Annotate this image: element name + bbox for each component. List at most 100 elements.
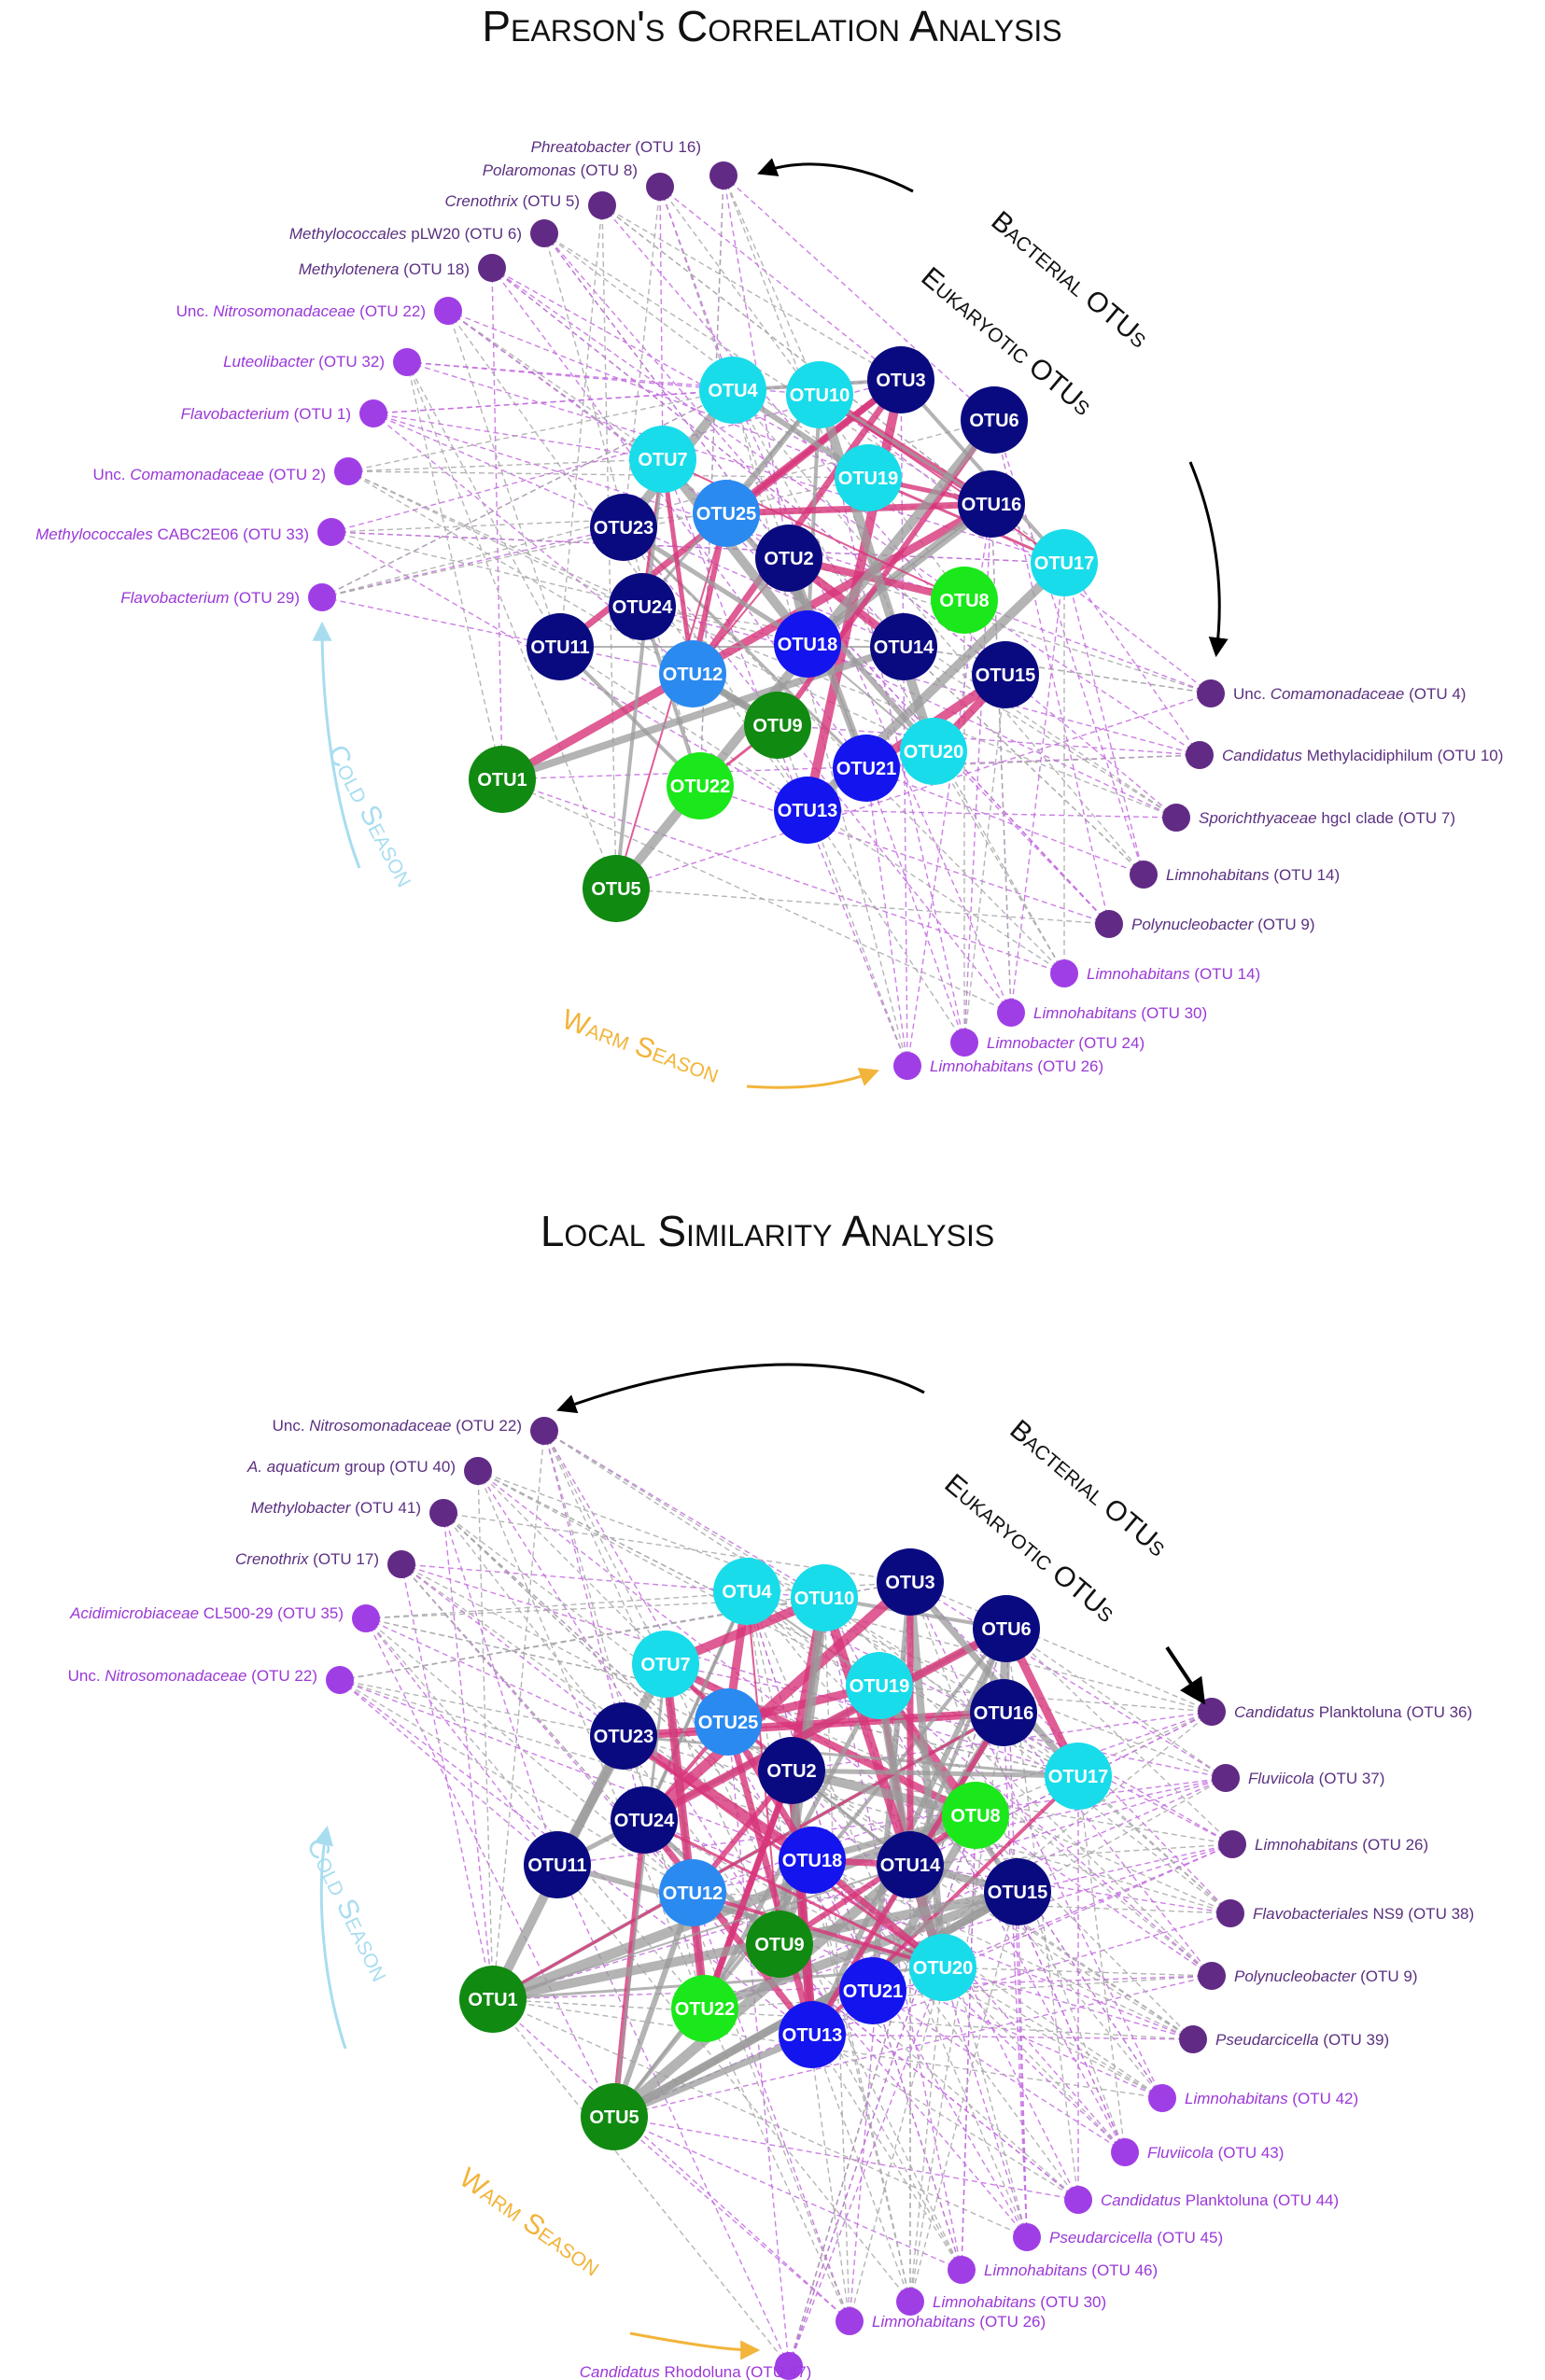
bacteria-edge xyxy=(942,1967,1126,2153)
bacteria-label: Crenothrix (OTU 5) xyxy=(444,192,580,210)
node-circle xyxy=(755,525,822,592)
bacteria-edge xyxy=(865,767,1145,875)
node-circle xyxy=(867,346,934,413)
node-label: OTU13 xyxy=(782,2025,842,2046)
eukaryote-node-otu8: OTU8 xyxy=(942,1782,1009,1849)
bacteria-label: Polaromonas (OTU 8) xyxy=(483,161,638,179)
eukaryote-node-otu11: OTU11 xyxy=(524,1831,591,1898)
bacteria-node xyxy=(359,399,387,427)
bacteria-node xyxy=(464,1457,492,1485)
bacteria-label: Limnohabitans (OTU 46) xyxy=(984,2261,1158,2279)
bacteria-edge xyxy=(942,1967,1163,2099)
node-circle xyxy=(524,1831,591,1898)
bacteria-edge xyxy=(543,1430,874,1992)
bacteria-label: Unc. Nitrosomonadaceae (OTU 22) xyxy=(176,302,426,320)
bacteria-edge xyxy=(643,1819,1194,2040)
bacteria-node xyxy=(530,1417,558,1445)
bacteria-node xyxy=(1198,1698,1226,1726)
bacteria-node xyxy=(775,2352,803,2380)
eukaryote-node-otu7: OTU7 xyxy=(632,1631,699,1698)
bacteria-node xyxy=(352,1604,380,1632)
bacteria-edge xyxy=(365,1617,625,1737)
node-circle xyxy=(846,1652,913,1719)
node-circle xyxy=(958,470,1025,538)
node-label: OTU12 xyxy=(663,1883,723,1904)
bacteria-edge xyxy=(878,1685,1213,1977)
bacteria-edge xyxy=(975,1814,1126,2153)
eukaryote-edge xyxy=(622,1734,1080,1778)
eukaryote-node-otu25: OTU25 xyxy=(693,480,760,547)
bacteria-node xyxy=(948,2256,976,2284)
eukaryote-edge xyxy=(642,1818,945,1969)
bacteria-edge xyxy=(990,503,1012,1014)
bacteria-edge xyxy=(321,526,625,598)
bacteria-edge xyxy=(1017,1891,1028,2238)
bacteria-edge xyxy=(723,175,821,396)
eukaryote-edge xyxy=(806,393,822,646)
eukaryote-edge xyxy=(639,1576,916,1826)
bacteria-node xyxy=(393,348,421,376)
node-label: OTU2 xyxy=(764,549,813,569)
node-circle xyxy=(984,1858,1051,1925)
eukaryote-node-otu1: OTU1 xyxy=(459,1966,527,2033)
bacteria-label: Crenothrix (OTU 17) xyxy=(235,1550,379,1568)
bacteria-label: Fluviicola (OTU 43) xyxy=(1147,2144,1284,2162)
eukaryote-node-otu2: OTU2 xyxy=(755,525,822,592)
eukaryote-node-otu6: OTU6 xyxy=(973,1595,1040,1662)
eukaryote-node-otu15: OTU15 xyxy=(984,1858,1051,1925)
bacteria-label: Pseudarcicella (OTU 45) xyxy=(1049,2229,1223,2247)
eukaryote-edge xyxy=(499,643,907,783)
bacteria-edge xyxy=(811,2034,911,2303)
bacteria-edge xyxy=(903,646,1212,694)
bacteria-edge xyxy=(556,1864,911,2303)
eukaryote-node-otu3: OTU3 xyxy=(877,1548,944,1616)
bacteria-edge xyxy=(909,1843,1233,1866)
eukaryote-edge xyxy=(640,1816,816,2038)
eukaryote-edge xyxy=(498,499,996,784)
bacteria-node xyxy=(429,1499,457,1527)
eukaryote-node-otu20: OTU20 xyxy=(909,1934,976,2001)
bacteria-edge xyxy=(406,361,734,391)
bacteria-edge xyxy=(330,503,992,533)
bacteria-label: Limnohabitans (OTU 30) xyxy=(933,2293,1106,2311)
bacteria-edge xyxy=(811,2034,1079,2201)
node-circle xyxy=(877,1831,944,1898)
bacteria-label: Limnohabitans (OTU 30) xyxy=(1033,1004,1207,1022)
bacteria-label: Unc. Comamonadaceae (OTU 4) xyxy=(1233,685,1466,703)
bacteria-edge xyxy=(339,1597,825,1681)
node-label: OTU15 xyxy=(976,665,1035,686)
eukaryote-node-otu16: OTU16 xyxy=(970,1679,1037,1746)
node-circle xyxy=(970,1679,1037,1746)
bacteria-edge xyxy=(543,1430,667,1665)
node-label: OTU3 xyxy=(876,371,925,391)
bacteria-node xyxy=(896,2288,924,2316)
bacteria-edge xyxy=(492,1998,790,2367)
eukaryote-node-otu16: OTU16 xyxy=(958,470,1025,538)
bacteria-edge xyxy=(372,389,734,414)
bacteria-edge xyxy=(347,470,934,752)
bacteria-edge xyxy=(330,531,1065,564)
eukaryote-edge xyxy=(612,1662,667,2119)
bacteria-edge xyxy=(615,888,1110,925)
bacteria-label: Phreatobacter (OTU 16) xyxy=(531,138,701,156)
eukaryote-edge xyxy=(611,2031,816,2121)
node-circle xyxy=(972,641,1039,708)
bacteria-edge xyxy=(777,724,1201,756)
bacteria-label: Limnohabitans (OTU 26) xyxy=(930,1057,1103,1075)
eukaryote-node-otu2: OTU2 xyxy=(758,1737,825,1804)
eukaryote-node-otu8: OTU8 xyxy=(931,567,998,634)
bacteria-edge xyxy=(641,606,1201,756)
bacteria-label: Methylotenera (OTU 18) xyxy=(299,260,470,278)
node-circle xyxy=(973,1595,1040,1662)
node-label: OTU10 xyxy=(790,385,850,406)
node-label: OTU4 xyxy=(708,381,758,401)
bacteria-label-layer: Phreatobacter (OTU 16) Polaromonas (OTU 8… xyxy=(35,138,1503,1075)
node-label: OTU3 xyxy=(885,1573,934,1593)
node-circle xyxy=(833,735,900,802)
bacteria-label: Flavobacterium (OTU 29) xyxy=(120,589,300,607)
bacteria-node xyxy=(1162,804,1190,832)
bacteria-edge xyxy=(865,767,908,1067)
node-circle xyxy=(671,1975,738,2042)
bacteria-edge xyxy=(365,1597,825,1619)
node-circle xyxy=(609,573,676,640)
